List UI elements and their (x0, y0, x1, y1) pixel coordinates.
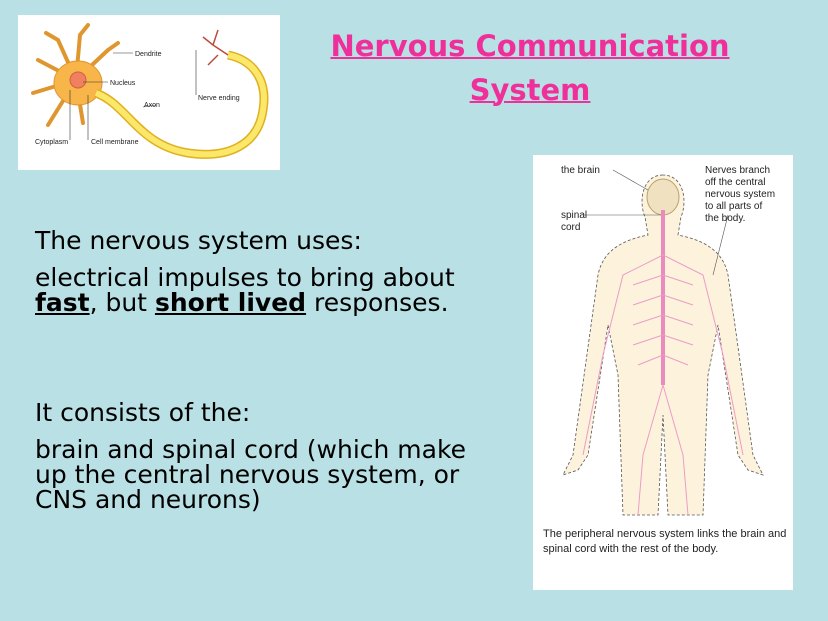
label-branch-4: to all parts of (705, 201, 762, 212)
label-cell-membrane: Cell membrane (91, 139, 139, 146)
label-nucleus: Nucleus (110, 80, 136, 87)
text-impulses: electrical impulses to bring about fast,… (35, 265, 455, 315)
text-part: responses. (306, 288, 449, 317)
label-dendrite: Dendrite (135, 51, 162, 58)
neuron-diagram: Dendrite Nucleus Axon Nerve ending Cytop… (18, 15, 280, 170)
text-short-lived: short lived (154, 288, 307, 317)
label-branch-5: the body. (705, 213, 745, 224)
text-uses: The nervous system uses: (35, 226, 362, 255)
diagram-caption: The peripheral nervous system links the … (543, 528, 787, 555)
text-fast: fast (35, 288, 90, 317)
label-branch-1: Nerves branch (705, 165, 770, 176)
slide-title: Nervous Communication System (300, 24, 760, 112)
label-nerve-ending: Nerve ending (198, 95, 240, 102)
text-brain-spinal: brain and spinal cord (which make up the… (35, 435, 466, 514)
label-branch-2: off the central (705, 177, 765, 188)
title-line-2: System (469, 73, 591, 107)
nervous-system-diagram: the brain spinal cord Nerves branch off … (533, 155, 793, 590)
label-cytoplasm: Cytoplasm (35, 139, 68, 146)
title-line-1: Nervous Communication (330, 29, 730, 63)
label-brain: the brain (561, 165, 600, 176)
label-spinal: spinal (561, 210, 587, 221)
label-branch-3: nervous system (705, 189, 775, 200)
text-consists: It consists of the: (35, 398, 251, 427)
label-cord: cord (561, 222, 580, 233)
text-part: electrical impulses to bring about (35, 263, 455, 292)
text-part: , but (89, 288, 155, 317)
label-axon: Axon (144, 102, 160, 109)
